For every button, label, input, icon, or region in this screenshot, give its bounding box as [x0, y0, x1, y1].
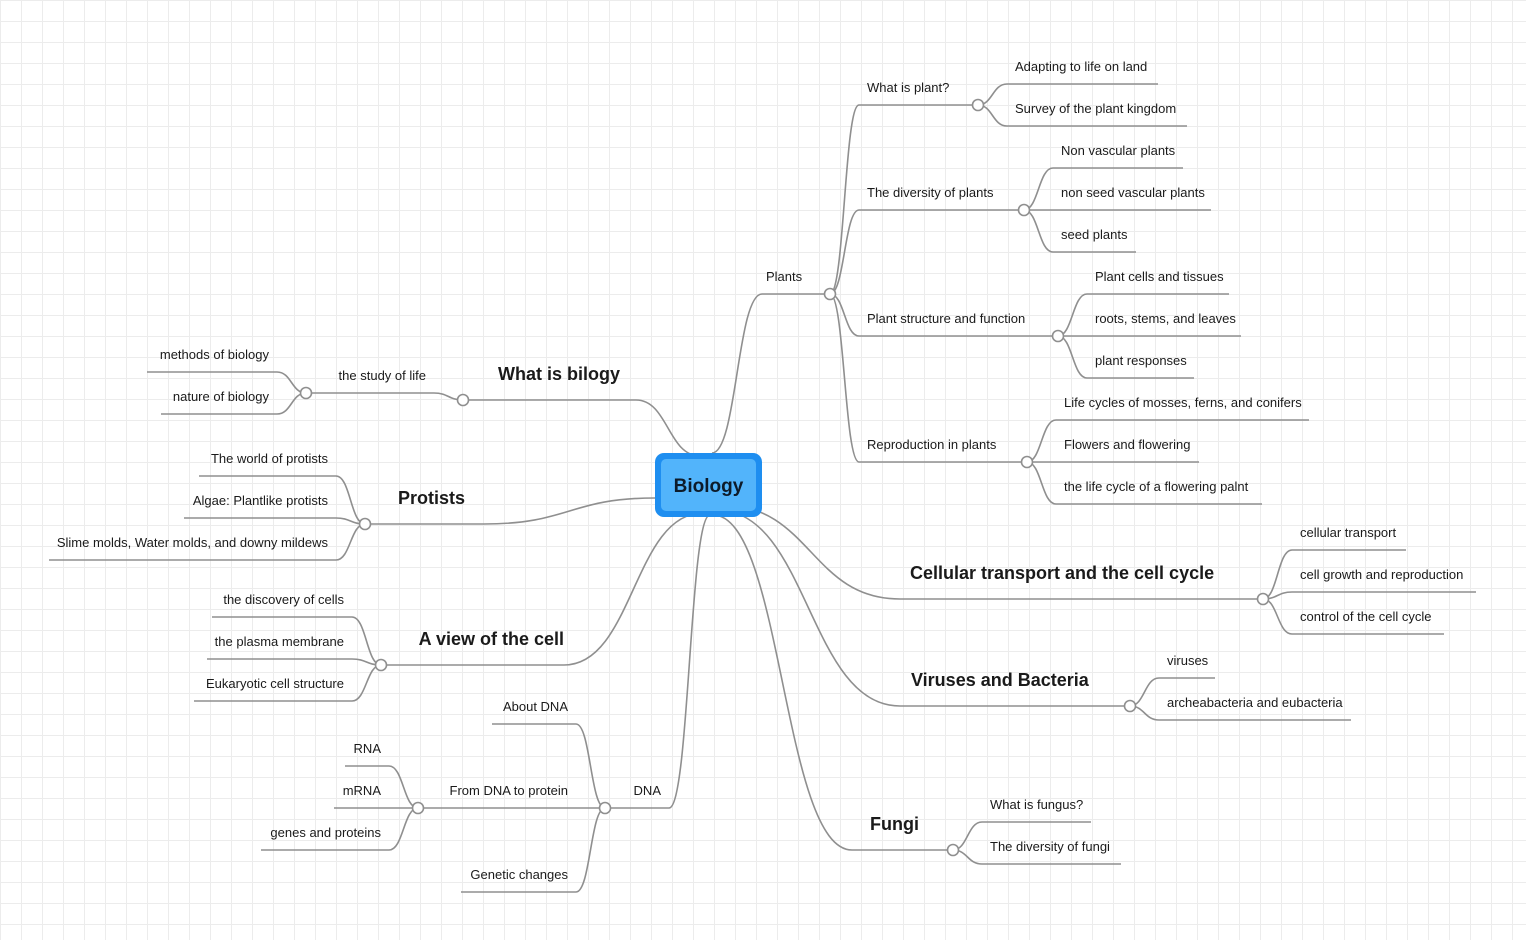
- collapse-toggle-dna[interactable]: [598, 801, 612, 815]
- collapse-toggle-a-view-of-the-cell[interactable]: [374, 658, 388, 672]
- edge-to-plant-cells-and-tissues: [1057, 293, 1088, 337]
- edge-to-plant-responses: [1057, 335, 1088, 379]
- subtopic-viruses[interactable]: viruses: [1167, 653, 1209, 668]
- subtopic-seed-plants[interactable]: seed plants: [1061, 227, 1128, 242]
- subtopic-life-cycles-of-mosses-ferns-and-conifers[interactable]: Life cycles of mosses, ferns, and conife…: [1064, 395, 1302, 410]
- subtopic-mrna[interactable]: mRNA: [343, 783, 382, 798]
- subtopic-survey-of-the-plant-kingdom[interactable]: Survey of the plant kingdom: [1015, 101, 1176, 116]
- edge-to-the-world-of-protists: [335, 475, 366, 525]
- subtopic-rna[interactable]: RNA: [354, 741, 382, 756]
- subtopic-flowers-and-flowering[interactable]: Flowers and flowering: [1064, 437, 1190, 452]
- subtopic-cell-growth-and-reproduction[interactable]: cell growth and reproduction: [1300, 567, 1463, 582]
- edge-to-control-of-the-cell-cycle: [1262, 598, 1293, 635]
- collapse-toggle-plants[interactable]: [823, 287, 837, 301]
- edge-to-protists: [483, 497, 656, 525]
- collapse-toggle-reproduction-in-plants[interactable]: [1020, 455, 1034, 469]
- subtopic-algae-plantlike-protists[interactable]: Algae: Plantlike protists: [193, 493, 329, 508]
- collapse-toggle-protists[interactable]: [358, 517, 372, 531]
- subtopic-reproduction-in-plants[interactable]: Reproduction in plants: [867, 437, 997, 452]
- subtopic-roots-stems-and-leaves[interactable]: roots, stems, and leaves: [1095, 311, 1236, 326]
- edge-to-plants: [711, 293, 763, 454]
- edge-to-the-discovery-of-cells: [351, 616, 382, 666]
- subtopic-cellular-transport[interactable]: cellular transport: [1300, 525, 1396, 540]
- subtopic-archeabacteria-and-eubacteria[interactable]: archeabacteria and eubacteria: [1167, 695, 1343, 710]
- edge-to-a-view-of-the-cell: [563, 512, 704, 666]
- edge-to-viruses-and-bacteria: [716, 509, 901, 707]
- main-topic-fungi[interactable]: Fungi: [870, 814, 919, 834]
- subtopic-methods-of-biology[interactable]: methods of biology: [160, 347, 270, 362]
- edge-to-slime-molds-water-molds-and-downy-mildew: [335, 523, 366, 561]
- subtopic-what-is-plant[interactable]: What is plant?: [867, 80, 949, 95]
- edge-to-rna: [388, 765, 419, 809]
- edge-to-the-diversity-of-plants: [829, 209, 860, 295]
- subtopic-non-vascular-plants[interactable]: Non vascular plants: [1061, 143, 1176, 158]
- collapse-toggle-what-is-bilogy[interactable]: [456, 393, 470, 407]
- root-node-fill: [661, 459, 756, 511]
- subtopic-the-plasma-membrane[interactable]: the plasma membrane: [215, 634, 344, 649]
- edge-to-about-dna: [575, 723, 606, 809]
- main-topic-a-view-of-the-cell[interactable]: A view of the cell: [419, 629, 564, 649]
- main-topic-viruses-and-bacteria[interactable]: Viruses and Bacteria: [911, 670, 1090, 690]
- main-topic-cellular-transport-and-the-cell-cycle[interactable]: Cellular transport and the cell cycle: [910, 563, 1214, 583]
- root-label: Biology: [674, 476, 744, 497]
- edge-to-what-is-plant: [829, 104, 860, 295]
- subtopic-plant-cells-and-tissues[interactable]: Plant cells and tissues: [1095, 269, 1224, 284]
- subtopic-the-world-of-protists[interactable]: The world of protists: [211, 451, 329, 466]
- main-topic-what-is-bilogy[interactable]: What is bilogy: [498, 364, 620, 384]
- edge-to-life-cycles-of-mosses-ferns-and-conifers: [1026, 419, 1057, 463]
- main-topic-protists[interactable]: Protists: [398, 488, 465, 508]
- collapse-toggle-plant-structure-and-function[interactable]: [1051, 329, 1065, 343]
- subtopic-genes-and-proteins[interactable]: genes and proteins: [270, 825, 381, 840]
- subtopic-eukaryotic-cell-structure[interactable]: Eukaryotic cell structure: [206, 676, 344, 691]
- label-layer: Plants What is plant? Adapting to life on …: [57, 59, 1464, 882]
- edge-to-genes-and-proteins: [388, 807, 419, 851]
- subtopic-the-study-of-life[interactable]: the study of life: [339, 368, 426, 383]
- subtopic-control-of-the-cell-cycle[interactable]: control of the cell cycle: [1300, 609, 1432, 624]
- edge-to-seed-plants: [1023, 209, 1054, 253]
- subtopic-plant-structure-and-function[interactable]: Plant structure and function: [867, 311, 1025, 326]
- collapse-toggle-what-is-plant[interactable]: [971, 98, 985, 112]
- edge-to-genetic-changes: [575, 807, 606, 893]
- subtopic-the-life-cycle-of-a-flowering-palnt[interactable]: the life cycle of a flowering palnt: [1064, 479, 1249, 494]
- collapse-toggle-from-dna-to-protein[interactable]: [411, 801, 425, 815]
- root-node[interactable]: Biology: [655, 453, 762, 517]
- collapse-toggle-the-diversity-of-plants[interactable]: [1017, 203, 1031, 217]
- subtopic-what-is-fungus[interactable]: What is fungus?: [990, 797, 1083, 812]
- subtopic-the-diversity-of-fungi[interactable]: The diversity of fungi: [990, 839, 1110, 854]
- subtopic-adapting-to-life-on-land[interactable]: Adapting to life on land: [1015, 59, 1147, 74]
- collapse-toggle-the-study-of-life[interactable]: [299, 386, 313, 400]
- underline-layer: [49, 83, 1476, 893]
- subtopic-slime-molds-water-molds-and-downy-mildew[interactable]: Slime molds, Water molds, and downy mild…: [57, 535, 329, 550]
- collapse-toggle-fungi[interactable]: [946, 843, 960, 857]
- subtopic-nature-of-biology[interactable]: nature of biology: [173, 389, 270, 404]
- edge-to-eukaryotic-cell-structure: [351, 664, 382, 702]
- edge-to-fungi: [712, 514, 853, 851]
- subtopic-genetic-changes[interactable]: Genetic changes: [470, 867, 568, 882]
- connector-layer: [299, 98, 1270, 857]
- edge-to-non-vascular-plants: [1023, 167, 1054, 211]
- subtopic-the-discovery-of-cells[interactable]: the discovery of cells: [223, 592, 344, 607]
- edge-to-dna: [668, 514, 711, 809]
- subtopic-from-dna-to-protein[interactable]: From DNA to protein: [450, 783, 569, 798]
- subtopic-plants[interactable]: Plants: [766, 269, 803, 284]
- subtopic-the-diversity-of-plants[interactable]: The diversity of plants: [867, 185, 994, 200]
- subtopic-about-dna[interactable]: About DNA: [503, 699, 568, 714]
- collapse-toggle-viruses-and-bacteria[interactable]: [1123, 699, 1137, 713]
- edge-to-the-life-cycle-of-a-flowering-palnt: [1026, 461, 1057, 505]
- subtopic-plant-responses[interactable]: plant responses: [1095, 353, 1187, 368]
- collapse-toggle-cellular-transport-and-the-cell-cycle[interactable]: [1256, 592, 1270, 606]
- subtopic-non-seed-vascular-plants[interactable]: non seed vascular plants: [1061, 185, 1205, 200]
- subtopic-dna[interactable]: DNA: [634, 783, 662, 798]
- edge-to-reproduction-in-plants: [829, 293, 860, 463]
- edge-to-what-is-bilogy: [635, 399, 701, 457]
